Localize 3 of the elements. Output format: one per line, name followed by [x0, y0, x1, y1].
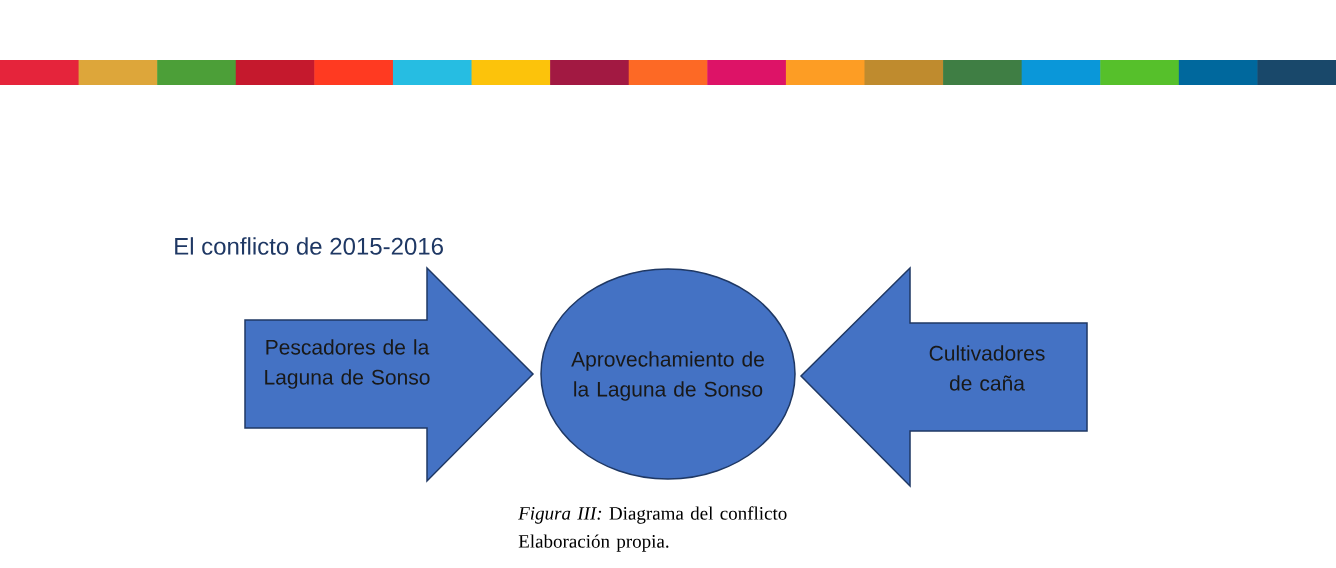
- title: El conflicto de 2015-2016: [175, 237, 443, 255]
- ellipse-node: Aprovechamiento de la Laguna de Sonso: [540, 268, 796, 480]
- caption: Figura III: Diagrama del conflicto Elaboración propia.: [518, 506, 787, 552]
